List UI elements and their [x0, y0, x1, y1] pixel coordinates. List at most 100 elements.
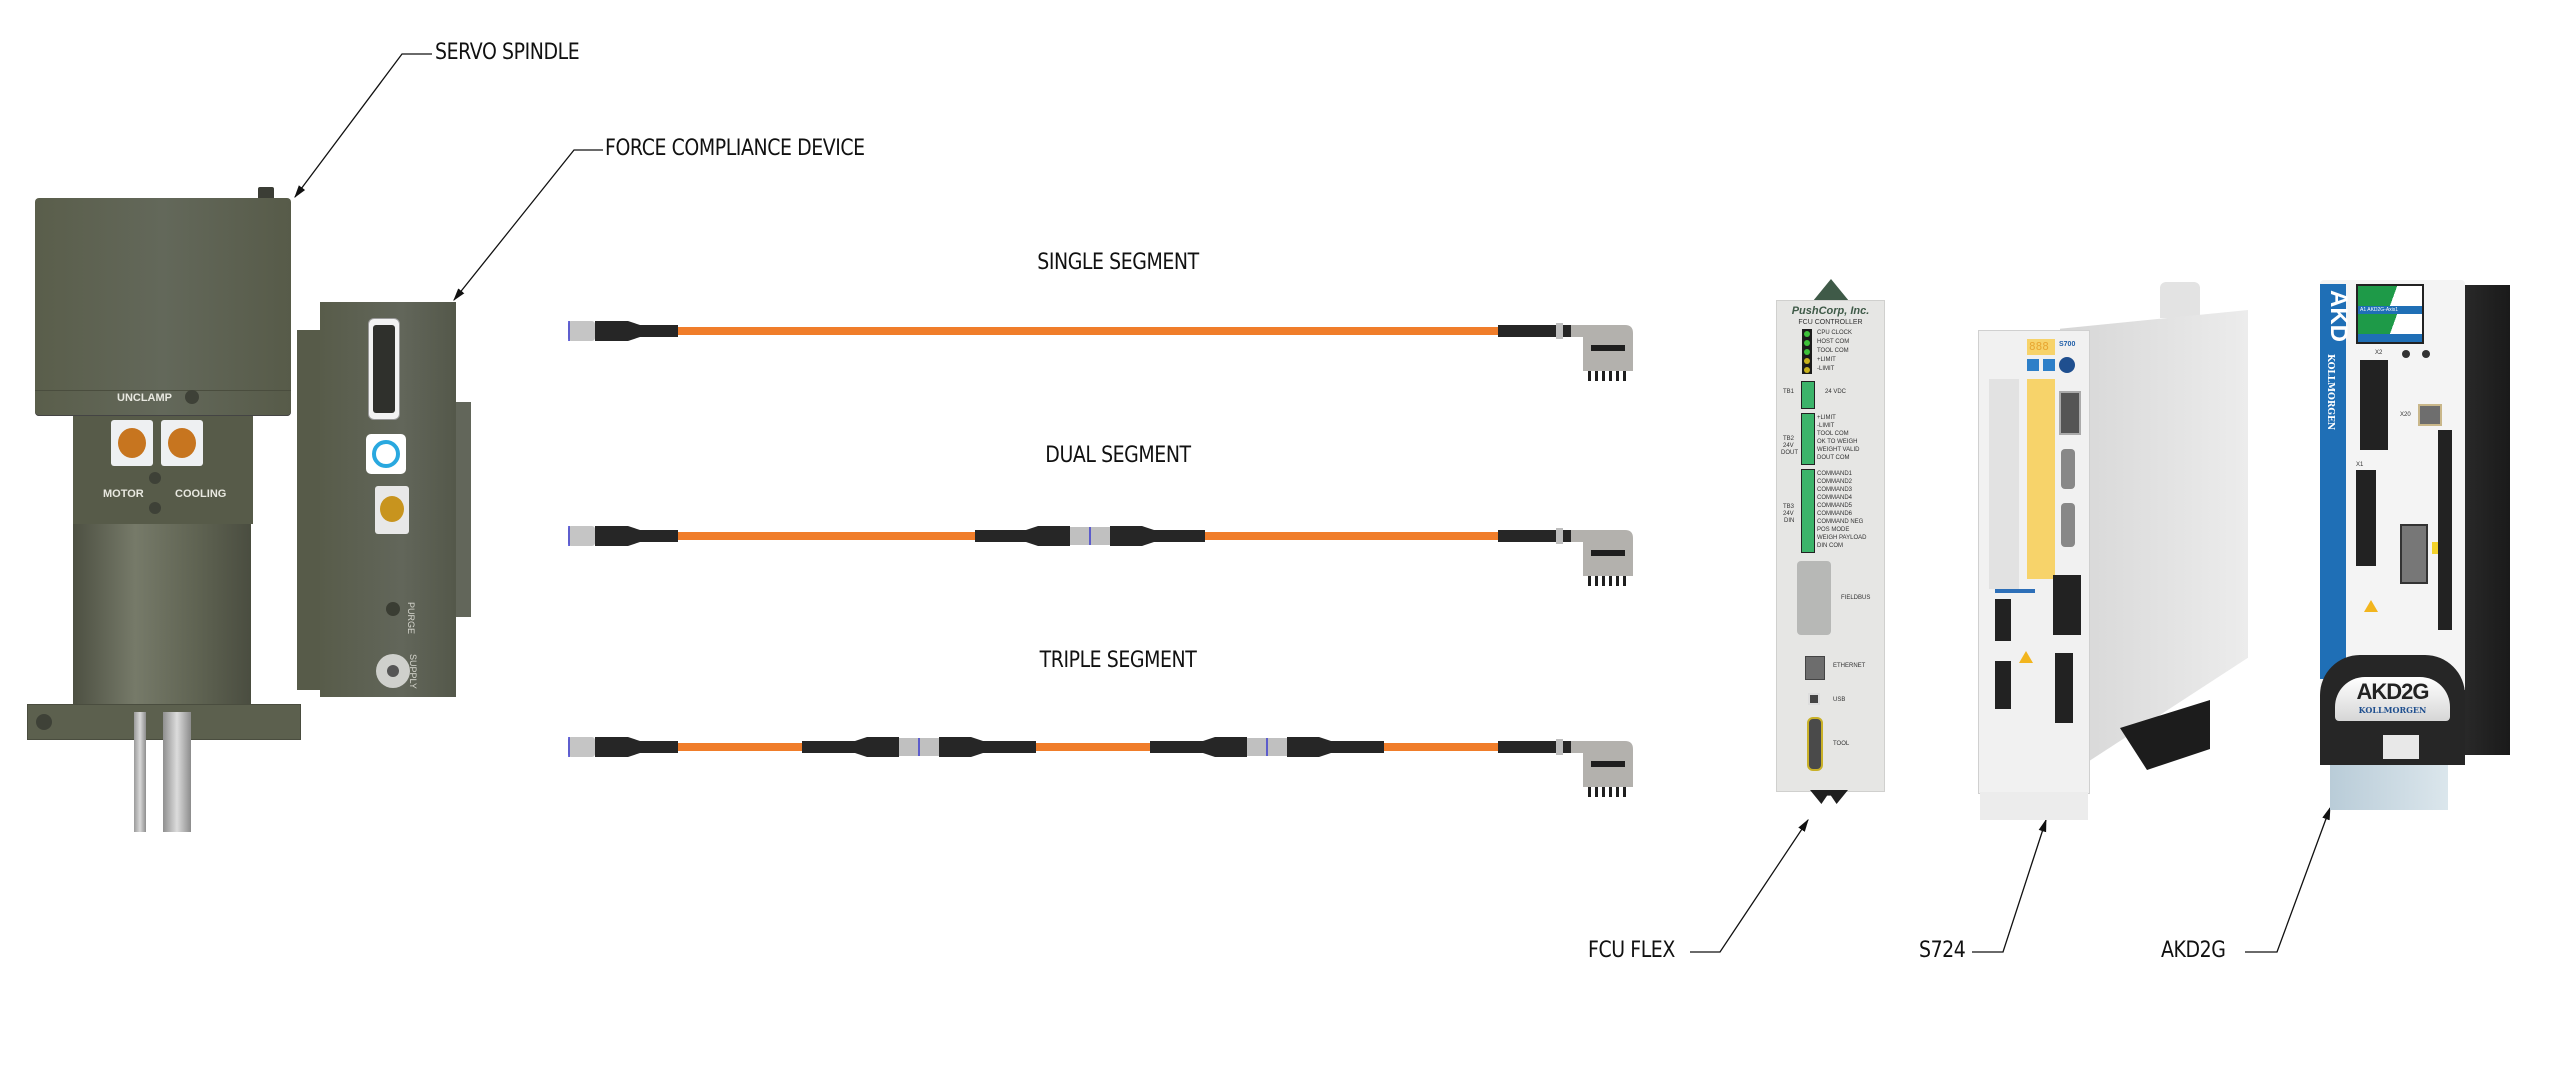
cable-boot [595, 526, 678, 546]
akd-x1-label: X1 [2356, 462, 2364, 468]
coupling-boot-right [1138, 530, 1205, 542]
cable-elbow-connector [1571, 530, 1633, 576]
tb3-pin-labels: COMMAND1 COMMAND2 COMMAND3 COMMAND4 COMM… [1817, 471, 1867, 549]
fcd-connector [375, 486, 409, 534]
tb2-terminal [1801, 413, 1815, 465]
label-fcu-flex: FCU FLEX [1588, 938, 1675, 963]
tb3-terminal [1801, 469, 1815, 553]
label-servo-spindle: SERVO SPINDLE [435, 40, 580, 65]
akd-badge: AKD2G KOLLMORGEN [2335, 677, 2450, 721]
cable-plug-left [568, 526, 595, 546]
label-force-compliance-device: FORCE COMPLIANCE DEVICE [605, 136, 865, 161]
cable-jacket [678, 743, 1508, 751]
s700-down-button [2043, 359, 2055, 371]
unclamp-button [185, 390, 199, 404]
spindle-connector-plate: MOTOR COOLING [73, 416, 253, 524]
coupling-metal [899, 738, 939, 756]
cable-boot-right [1498, 741, 1572, 753]
leader-akd2g [2245, 806, 2331, 953]
s700-warning-icon [2019, 651, 2033, 663]
s700-mount-tab [2160, 282, 2200, 318]
s700-bottom-bracket [1980, 792, 2088, 820]
tb2-pin-labels: +LIMIT -LIMIT TOOL COM OK TO WEIGH WEIGH… [1817, 415, 1860, 461]
cable-boot [595, 737, 678, 757]
akd-model: AKD2G [2356, 679, 2429, 704]
s700-ethernet-ports [2059, 391, 2081, 435]
triple-segment-title: TRIPLE SEGMENT [1039, 648, 1197, 673]
fcd-nameplate [368, 318, 400, 420]
akd-x20-port [2418, 404, 2442, 426]
fieldbus-module [1797, 561, 1831, 635]
akd-x2-connector [2360, 360, 2388, 450]
purge-label: PURGE [406, 602, 416, 635]
tb1-note: 24 VDC [1825, 389, 1847, 395]
s700-io-connector [2053, 575, 2081, 635]
akd-ground-lug [2383, 735, 2419, 759]
cable-plug-left [568, 321, 595, 341]
supply-port [376, 654, 410, 688]
s700-display: 888 [2027, 339, 2055, 355]
coupling-boot-left [975, 530, 1042, 542]
coupling-boot-right [1315, 741, 1384, 753]
akd-blue-strip: AKD KOLLMORGEN [2320, 284, 2352, 679]
single-segment-title: SINGLE SEGMENT [1037, 250, 1199, 275]
motor-connector [111, 420, 153, 466]
spindle-shaft-1 [134, 712, 146, 832]
cable-elbow-connector [1571, 741, 1633, 787]
leader-force-compliance [453, 149, 603, 302]
leader-servo-spindle [294, 53, 432, 199]
leader-fcu-flex [1690, 818, 1809, 953]
spindle-motor [73, 524, 251, 712]
usb-port [1808, 693, 1820, 705]
tuv-badge [366, 434, 406, 474]
s700-dsub-2 [2061, 503, 2075, 547]
akd-maker: KOLLMORGEN [2358, 705, 2427, 715]
spindle-shaft-2 [163, 712, 191, 832]
s700-model: S700 [2059, 341, 2076, 348]
akd-x21-x22-connector [2438, 430, 2452, 630]
supply-label: SUPPLY [408, 654, 418, 689]
tb1-label: TB1 [1783, 389, 1795, 395]
akd-b1-indicator [2402, 350, 2410, 358]
akd-brand: KOLLMORGEN [2325, 354, 2335, 431]
cooling-connector [161, 420, 203, 466]
coupling-metal [1247, 738, 1287, 756]
fcu-title: FCU CONTROLLER [1798, 319, 1863, 326]
s700-x4-connector [2055, 653, 2073, 723]
fcu-led-column [1802, 329, 1812, 374]
purge-port [386, 602, 400, 616]
coupling-metal [1070, 527, 1110, 545]
cable-boot-right [1498, 325, 1572, 337]
akd-x23-connector [2400, 524, 2428, 584]
akd-x1-connector [2356, 470, 2376, 566]
fcu-brand: PushCorp, Inc. [1791, 305, 1870, 317]
s700-x3-connector [1995, 599, 2011, 641]
akd-bottom-bracket [2330, 765, 2448, 810]
akd-b2-indicator [2422, 350, 2430, 358]
akd-front: AKD KOLLMORGEN A1 AKD2G-Axis1 X2 X20 X1 [2320, 280, 2465, 690]
s700-yellow-strip [2027, 379, 2055, 579]
ethernet-port [1805, 656, 1825, 680]
tool-label: TOOL [1833, 741, 1850, 747]
fcd-body: PURGE SUPPLY [320, 302, 456, 697]
akd-x20-label: X20 [2400, 412, 2411, 418]
label-s724: S724 [1919, 938, 1966, 963]
akd-screen: A1 AKD2G-Axis1 [2356, 284, 2424, 344]
akd-lower-housing: AKD2G KOLLMORGEN [2320, 655, 2465, 765]
fieldbus-label: FIELDBUS [1841, 595, 1871, 601]
tool-connector [1807, 717, 1823, 771]
label-akd2g: AKD2G [2161, 938, 2226, 963]
s700-tuv-badge [2059, 357, 2075, 373]
akd-x2-label: X2 [2375, 350, 2383, 356]
cable-boot [595, 321, 678, 341]
leader-s724 [1972, 818, 2047, 953]
fcu-mount-tab-bottom [1810, 790, 1848, 804]
cooling-label: COOLING [175, 488, 227, 500]
motor-label: MOTOR [103, 488, 144, 500]
akd-warning-icon [2364, 600, 2378, 612]
cable-plug-left [568, 737, 595, 757]
s700-front: 888 S700 [1978, 330, 2090, 794]
spindle-housing: UNCLAMP [35, 198, 291, 416]
tb2-label: TB2 [1783, 436, 1795, 442]
tb3-label: TB3 [1783, 504, 1795, 510]
